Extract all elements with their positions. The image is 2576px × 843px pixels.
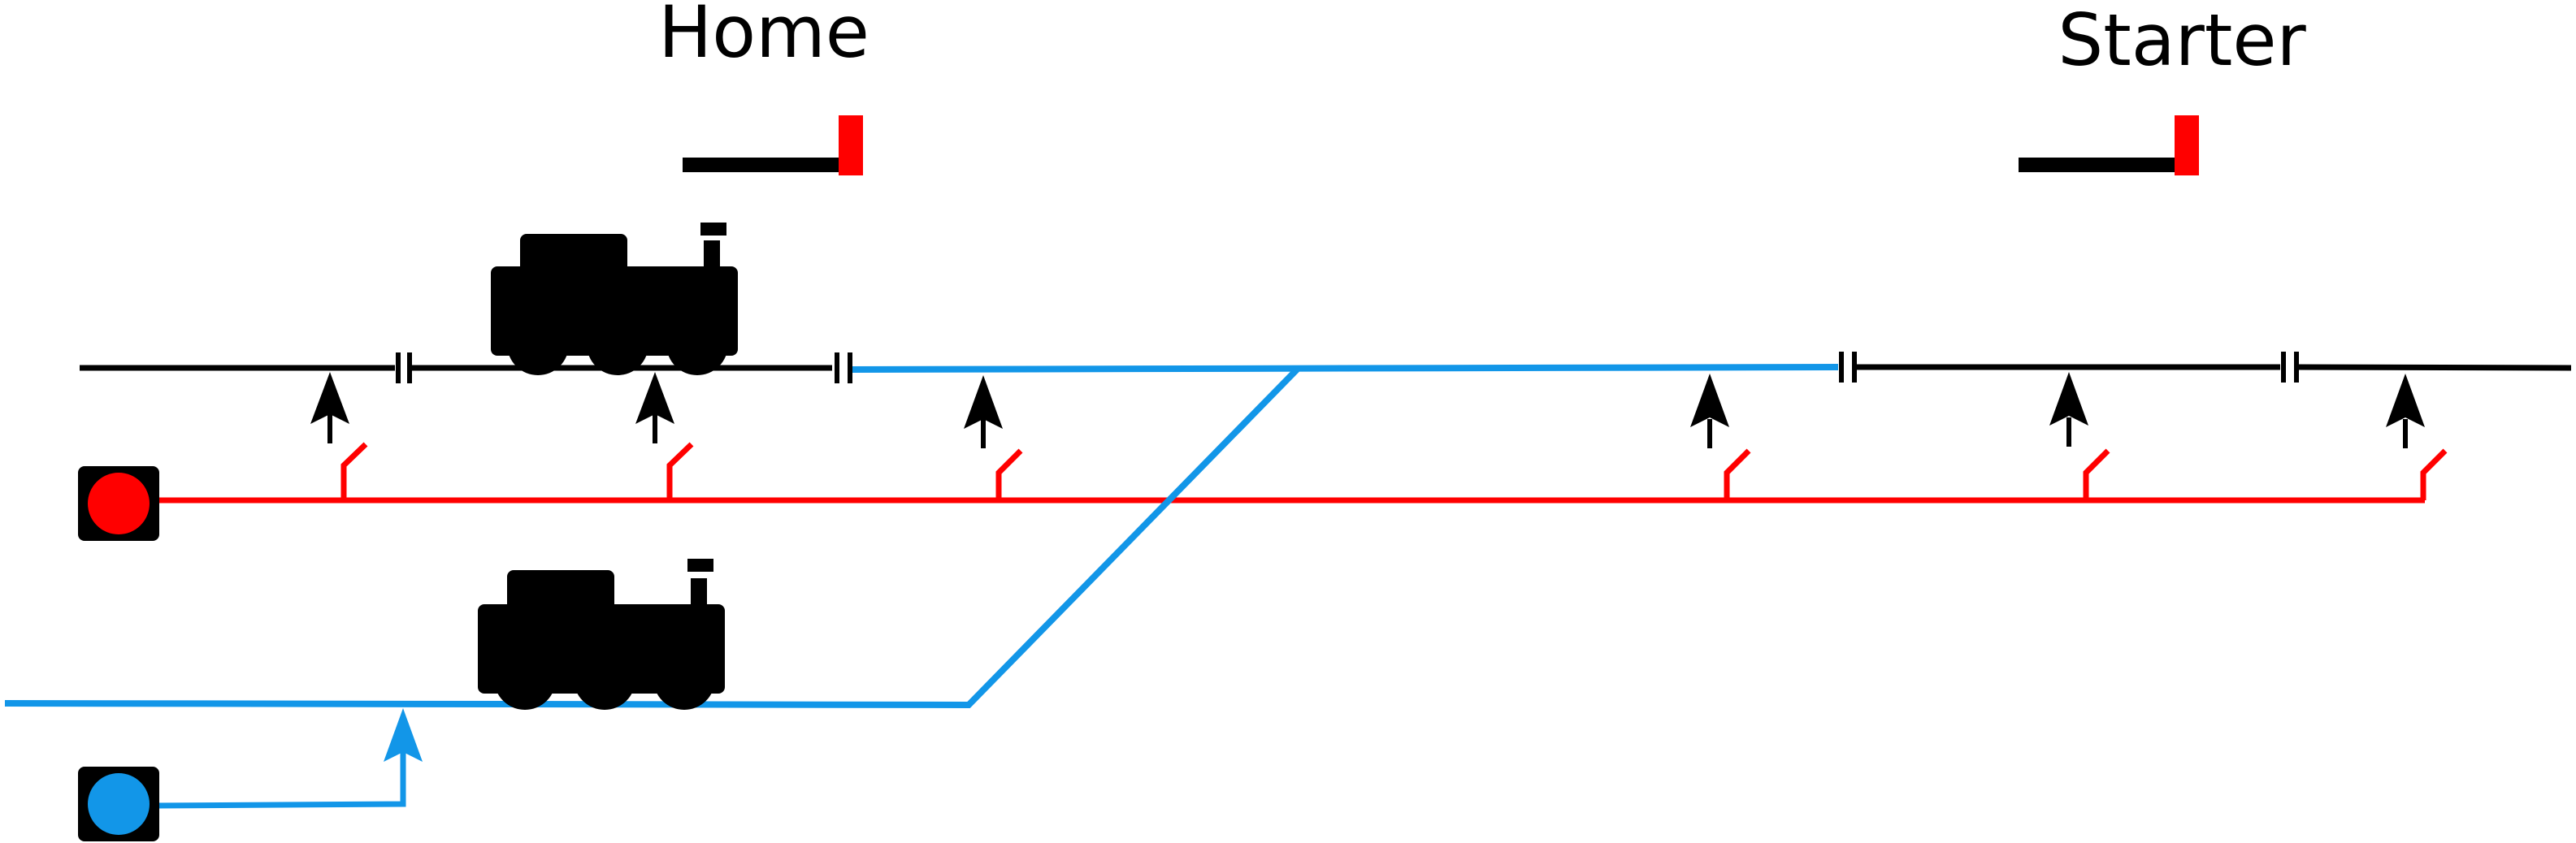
starter-signal-arm [2175,115,2199,175]
starter-signal-post [2019,158,2181,172]
starter-signal [2019,115,2199,175]
red-branch [666,442,694,500]
blue-controller-lamp [88,773,150,835]
arrow-up-icon [2049,372,2088,447]
red-controller-lamp [88,473,150,534]
insulated-joint [835,352,852,383]
red-branch [2420,448,2448,500]
red-branch [995,448,1023,500]
arrow-up-icon [964,375,1003,448]
blue-track [4,364,1839,709]
arrow-up-icon [635,372,674,443]
red-branch [1724,448,1751,500]
insulated-joint [396,352,412,383]
blue-section-main [851,364,1839,373]
arrow-up-icon [1690,374,1729,448]
red-branch [2083,448,2110,500]
blue-track-line [4,367,1299,709]
home-signal-post [683,158,845,172]
blue-circuit [155,708,423,809]
blue-arrow-head [384,708,423,762]
locomotive-icon [478,559,725,710]
home-signal-label: Home [658,0,870,74]
blue-circuit-line [155,747,406,809]
arrow-up-icon [310,372,349,443]
insulated-joint [1839,352,1857,383]
blue-controller-icon [78,767,159,841]
insulated-joint [2281,352,2299,383]
home-signal-arm [839,115,863,175]
locomotive-icon [491,223,738,375]
red-branch [340,442,368,500]
pickup-arrows [310,372,2425,448]
track-section [2296,364,2572,371]
red-controller-icon [78,466,159,541]
red-circuit [156,442,2448,504]
starter-signal-label: Starter [2058,0,2306,82]
home-signal [683,115,863,175]
arrow-up-icon [2386,374,2425,448]
